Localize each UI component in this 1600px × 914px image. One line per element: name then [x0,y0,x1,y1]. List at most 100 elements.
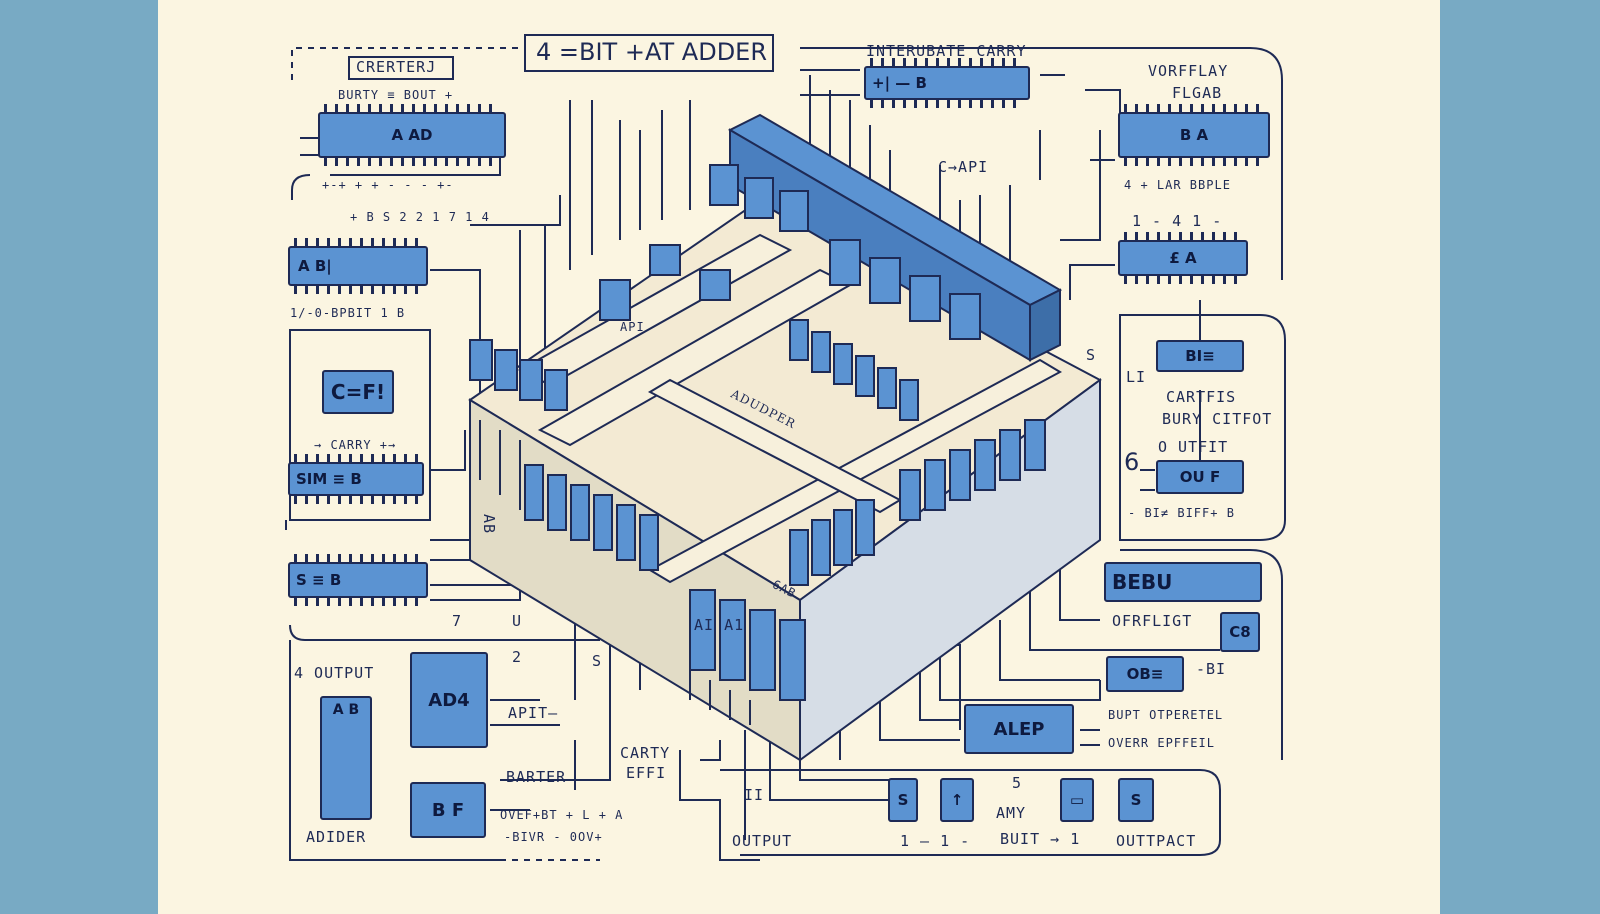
label-outtpact: OUTTPACT [1116,832,1197,850]
label-bs: + B S 2 2 1 7 1 4 [350,210,490,224]
chip-cef-label: C=F! [330,380,386,404]
chip-cef: C=F! [322,370,394,414]
label-interubate: INTERUBATE CARRY [866,42,1027,60]
chip-c8-label: C8 [1229,623,1251,641]
label-cartfis: CARTFIS [1166,388,1237,406]
label-creter: CRERTERJ [356,58,437,76]
chip-s1-label: S [897,791,909,809]
label-adider: ADIDER [306,828,367,846]
label-carry: → CARRY +→ [314,438,397,452]
label-five: 5 [1012,774,1023,792]
chip-ouf-label: OU F [1179,468,1221,486]
label-ii: II [744,786,765,804]
label-overflay: VORFFLAY [1148,62,1229,80]
title-box [524,34,774,72]
box-bottom-right [720,769,1221,856]
label-bivr: -BIVR - 0OV+ [504,830,603,844]
box-right-mid [1119,314,1286,541]
chip-s2: ↑ [940,778,974,822]
creter-box [348,56,454,80]
label-ai-a1: AI A1 [694,616,745,634]
label-apit: APIT— [508,704,559,722]
label-bupt: BUPT OTPERETEL [1108,708,1224,722]
label-bury: BURY CITFOT [1162,410,1273,428]
label-bibf: - BI≠ BIFF+ B [1128,506,1235,520]
chip-sb-label: S ≡ B [296,571,342,589]
label-carty: CARTY [620,744,671,762]
label-one-four: 1 - 4 1 - [1132,212,1223,230]
label-bi-right: -BI [1196,660,1227,678]
label-barter: BARTER [506,768,567,786]
chip-ea: £ A [1118,232,1248,284]
chip-interubate: +| — B [864,58,1030,108]
label-s-mid: S [592,652,603,670]
chip-s4-icon: ▭ [1069,791,1085,809]
label-one-one: 1 — 1 - [900,832,971,850]
label-flgab: FLGAB [1172,84,1223,102]
chip-sim-label: SIM ≡ B [296,470,362,488]
chip-obi-label: OB≡ [1126,665,1164,683]
chip-obi: OB≡ [1106,656,1184,692]
chip-ba-label: B A [1179,126,1209,144]
chip-c8: C8 [1220,612,1260,652]
chip-interubate-label: +| — B [872,74,927,92]
right-frame [1440,0,1600,914]
label-output-bottom: OUTPUT [732,832,793,850]
chip-bebu: BEBU [1104,562,1262,602]
label-ovef: OVEF+BT + L + A [500,808,624,822]
label-six: 6 [1124,448,1140,476]
chip-sim: SIM ≡ B [288,454,424,504]
chip-aad-label: A AD [391,126,433,144]
chip-bebu-label: BEBU [1112,570,1173,594]
wire-v1 [430,230,521,601]
frame-top-right [800,47,1283,280]
wire-left-a [291,174,311,200]
label-buit: BUIT → 1 [1000,830,1081,848]
wire-bottom-left-top [289,624,600,641]
label-s-right: S [1086,346,1097,364]
chip-alep: ALEP [964,704,1074,754]
chip-s3: S [1118,778,1154,822]
chip-bf: B F [410,782,486,838]
box-left-mid [289,329,431,521]
label-c-api: C→API [938,158,989,176]
chip-s4: ▭ [1060,778,1094,822]
isometric-adder-board [468,113,1102,762]
label-bpbit: 1/-0-BPBIT 1 B [290,306,406,320]
chip-ad4: AD4 [410,652,488,748]
chip-ab-small-label: A B [332,702,360,718]
chip-bie: BI≡ [1156,340,1244,372]
chip-ouf: OU F [1156,460,1244,494]
label-outfit: O UTFIT [1158,438,1229,456]
chip-s1: S [888,778,918,822]
label-seven: 7 [452,612,463,630]
label-lab: 4 + LAR BBPLE [1124,178,1231,192]
chip-bf-label: B F [431,799,465,821]
chip-alep-label: ALEP [993,718,1045,740]
chip-ea-label: £ A [1169,249,1197,267]
label-ab-vertical: AB [480,514,498,535]
label-four-output: 4 OUTPUT [294,664,375,682]
page-title: 4 =BIT +AT ADDER [536,38,768,66]
label-amy: AMY [996,804,1027,822]
chip-bie-label: BI≡ [1185,347,1215,365]
label-li: LI [1126,368,1147,386]
chip-ab-label: A B| [298,257,332,275]
chip-ab-small: A B [320,696,372,820]
chip-ab: A B| [288,238,428,294]
chip-s3-label: S [1130,791,1142,809]
wire-arrows-aad [300,137,320,156]
label-ofrflight: OFRFLIGT [1112,612,1193,630]
label-overr: OVERR EPFFEIL [1108,736,1215,750]
chip-aad: A AD [318,104,506,166]
chip-ad4-label: AD4 [428,689,470,711]
label-u: U [512,612,523,630]
label-burty: BURTY ≡ BOUT + [338,88,454,102]
chip-sb: S ≡ B [288,554,428,606]
label-tick-top-left: +-+ + + - - - +- [322,178,454,192]
box-bottom-left [289,640,500,861]
left-frame [0,0,158,914]
label-effi: EFFI [626,764,667,782]
